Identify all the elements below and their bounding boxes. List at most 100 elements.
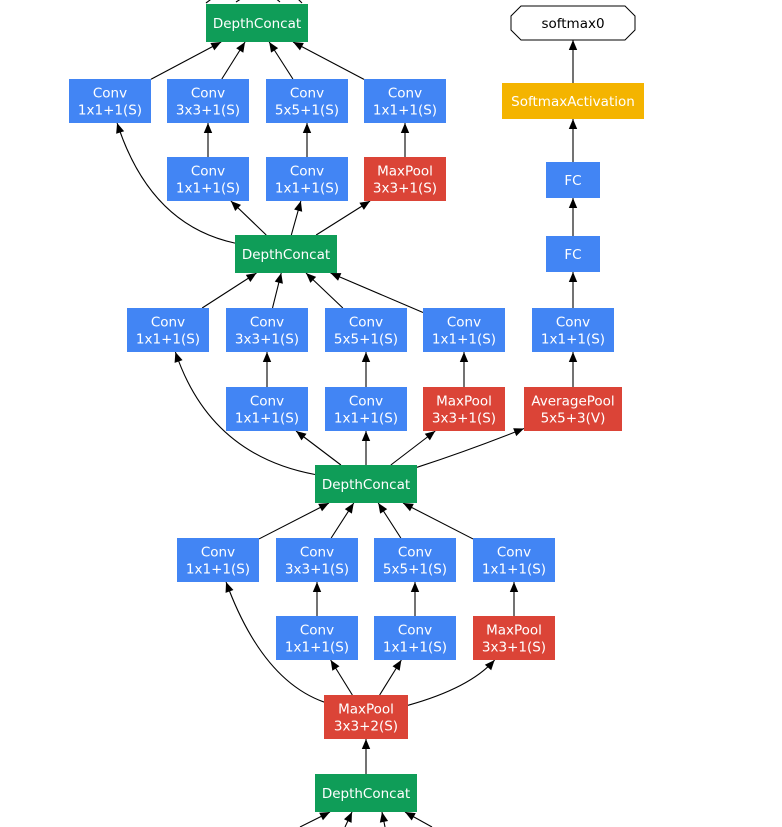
node-shape: [510, 5, 636, 41]
node-shape: [276, 616, 358, 660]
edge-d2-to-dc2-arrowhead: [274, 273, 283, 284]
node-shape: [69, 79, 151, 123]
edge-e2-to-dc3-arrowhead: [344, 503, 354, 514]
edge-dc3-to-ap-arrowhead: [513, 428, 524, 437]
edge-mpb-to-e1: [225, 581, 325, 703]
edge-dc2-to-c6-arrowhead: [294, 201, 303, 212]
edge-mpb-to-e1-arrowhead: [225, 582, 234, 593]
nodes-layer: DepthConcatConv1x1+1(S)Conv3x3+1(S)Conv5…: [69, 4, 644, 812]
node-label: Conv: [398, 545, 432, 561]
node-dc2: DepthConcat: [235, 235, 337, 273]
edge-dc_bot-to-mpb-arrowhead: [361, 739, 371, 749]
node-label: 3x3+1(S): [285, 562, 349, 578]
node-label: 5x5+1(S): [383, 562, 447, 578]
edge-dc2-to-c5-arrowhead: [230, 201, 241, 211]
node-label: 3x3+1(S): [235, 332, 299, 348]
node-label: DepthConcat: [242, 247, 330, 263]
edge-d4-to-dc2-arrowhead: [330, 273, 342, 281]
node-label: 3x3+1(S): [432, 411, 496, 427]
node-label: 3x3+1(S): [482, 640, 546, 656]
node-shape: [532, 308, 614, 352]
edge-c4-to-dc_top-arrowhead: [293, 42, 304, 51]
node-shape: [502, 83, 644, 119]
edge-mp1-to-c4-arrowhead: [400, 123, 410, 133]
edge-ap-to-aconv-arrowhead: [568, 352, 578, 362]
node-label: 5x5+1(S): [334, 332, 398, 348]
node-shape: [524, 387, 622, 431]
node-label: 1x1+1(S): [334, 411, 398, 427]
edge-e3-to-dc3-arrowhead: [378, 503, 388, 514]
node-label: 1x1+1(S): [432, 332, 496, 348]
node-label: Conv: [250, 394, 284, 410]
edge-fc1-to-fc2-arrowhead: [568, 198, 578, 208]
node-out: softmax0: [510, 5, 636, 41]
edge-aconv-to-fc1-arrowhead: [568, 272, 578, 282]
edge-mpb-to-mp3-arrowhead: [484, 660, 495, 671]
node-label: 1x1+1(S): [235, 411, 299, 427]
node-label: 1x1+1(S): [275, 181, 339, 197]
node-label: AveragePool: [531, 394, 614, 410]
node-label: MaxPool: [377, 164, 433, 180]
edge-d1-to-dc2: [201, 272, 257, 309]
node-label: Conv: [250, 315, 284, 331]
edge-offscreen-bottom-arrowhead: [405, 812, 416, 821]
node-shape: [167, 157, 249, 201]
edge-dc2-to-mp1-arrowhead: [359, 201, 371, 210]
edge-d5-to-d2-arrowhead: [262, 352, 272, 362]
node-label: Conv: [497, 545, 531, 561]
node-shape: [473, 616, 555, 660]
edge-mp3-to-e4-arrowhead: [509, 582, 519, 592]
node-shape: [167, 79, 249, 123]
node-shape: [364, 79, 446, 123]
edge-mp2-to-d4-arrowhead: [459, 352, 469, 362]
node-label: Conv: [151, 315, 185, 331]
node-label: Conv: [300, 545, 334, 561]
node-label: 1x1+1(S): [176, 181, 240, 197]
node-label: 3x3+2(S): [334, 719, 398, 735]
node-label: 1x1+1(S): [186, 562, 250, 578]
edge-e1-to-dc3: [258, 502, 330, 540]
edge-d3-to-dc2-arrowhead: [306, 273, 317, 283]
node-shape: [364, 157, 446, 201]
node-label: SoftmaxActivation: [511, 94, 635, 110]
edge-dc3-to-d1: [174, 351, 316, 476]
edge-mpb-to-mp3: [407, 659, 496, 706]
edges-layer: [116, 40, 578, 774]
node-label: Conv: [447, 315, 481, 331]
node-shape: [546, 162, 600, 198]
edge-fc2-to-sa-arrowhead: [568, 119, 578, 129]
node-label: 1x1+1(S): [78, 103, 142, 119]
node-shape: [324, 695, 408, 739]
edge-e1-to-dc3-arrowhead: [318, 503, 329, 512]
node-shape: [127, 308, 209, 352]
node-label: Conv: [290, 164, 324, 180]
edge-c2-to-dc_top-arrowhead: [236, 42, 246, 53]
edge-c4-to-dc_top: [292, 41, 365, 80]
node-sa: SoftmaxActivation: [502, 83, 644, 119]
node-shape: [315, 774, 417, 812]
node-label: 1x1+1(S): [541, 332, 605, 348]
node-label: Conv: [388, 86, 422, 102]
node-shape: [266, 157, 348, 201]
node-label: 5x5+1(S): [275, 103, 339, 119]
node-label: 1x1+1(S): [383, 640, 447, 656]
node-label: MaxPool: [338, 702, 394, 718]
node-label: Conv: [556, 315, 590, 331]
node-label: 3x3+1(S): [373, 181, 437, 197]
edge-c5-to-c2-arrowhead: [203, 123, 213, 133]
node-label: MaxPool: [436, 394, 492, 410]
edge-e6-to-e3-arrowhead: [410, 582, 420, 592]
edge-offscreen-top: [276, 0, 281, 3]
node-shape: [374, 616, 456, 660]
node-label: 1x1+1(S): [136, 332, 200, 348]
edge-e4-to-dc3: [402, 502, 474, 540]
